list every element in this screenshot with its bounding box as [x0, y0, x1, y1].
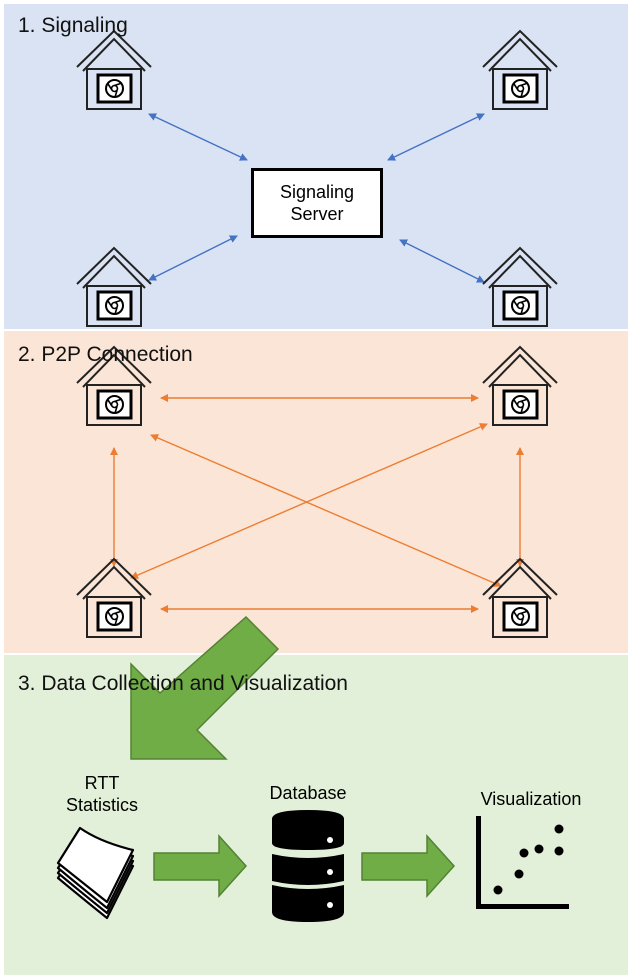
signaling-arrow-top-right: [387, 113, 485, 161]
scatter-plot-icon: [476, 816, 569, 909]
visualization-label: Visualization: [480, 789, 582, 809]
rtt-label-line2: Statistics: [65, 795, 139, 815]
database-icon: [272, 810, 344, 922]
p2p-arrows: [110, 394, 524, 613]
rtt-label-line1: RTT: [84, 773, 120, 793]
stacked-pages-icon: [56, 826, 135, 920]
pipeline-arrow-icon: [153, 834, 248, 898]
signaling-arrows: [148, 113, 485, 283]
p2p-arrow-diagonal-up: [130, 423, 488, 579]
pipeline-arrow-icon: [361, 834, 456, 898]
server-label-line2: Server: [290, 204, 344, 224]
flow-arrow-icon: [130, 615, 280, 760]
signaling-arrow-bottom-right: [399, 239, 485, 283]
rtt-statistics-label: RTT Statistics: [54, 772, 150, 816]
panel-signaling: [4, 4, 628, 329]
database-label: Database: [269, 783, 347, 803]
server-label-line1: Signaling: [279, 182, 355, 202]
signaling-arrow-bottom-left: [148, 235, 238, 281]
panel-title-p2p: 2. P2P Connection: [18, 343, 193, 366]
signaling-server-box: Signaling Server: [251, 168, 383, 238]
signaling-arrow-top-left: [148, 113, 248, 161]
panel-title-data-collection: 3. Data Collection and Visualization: [18, 672, 348, 695]
panel-title-signaling: 1. Signaling: [18, 14, 128, 37]
